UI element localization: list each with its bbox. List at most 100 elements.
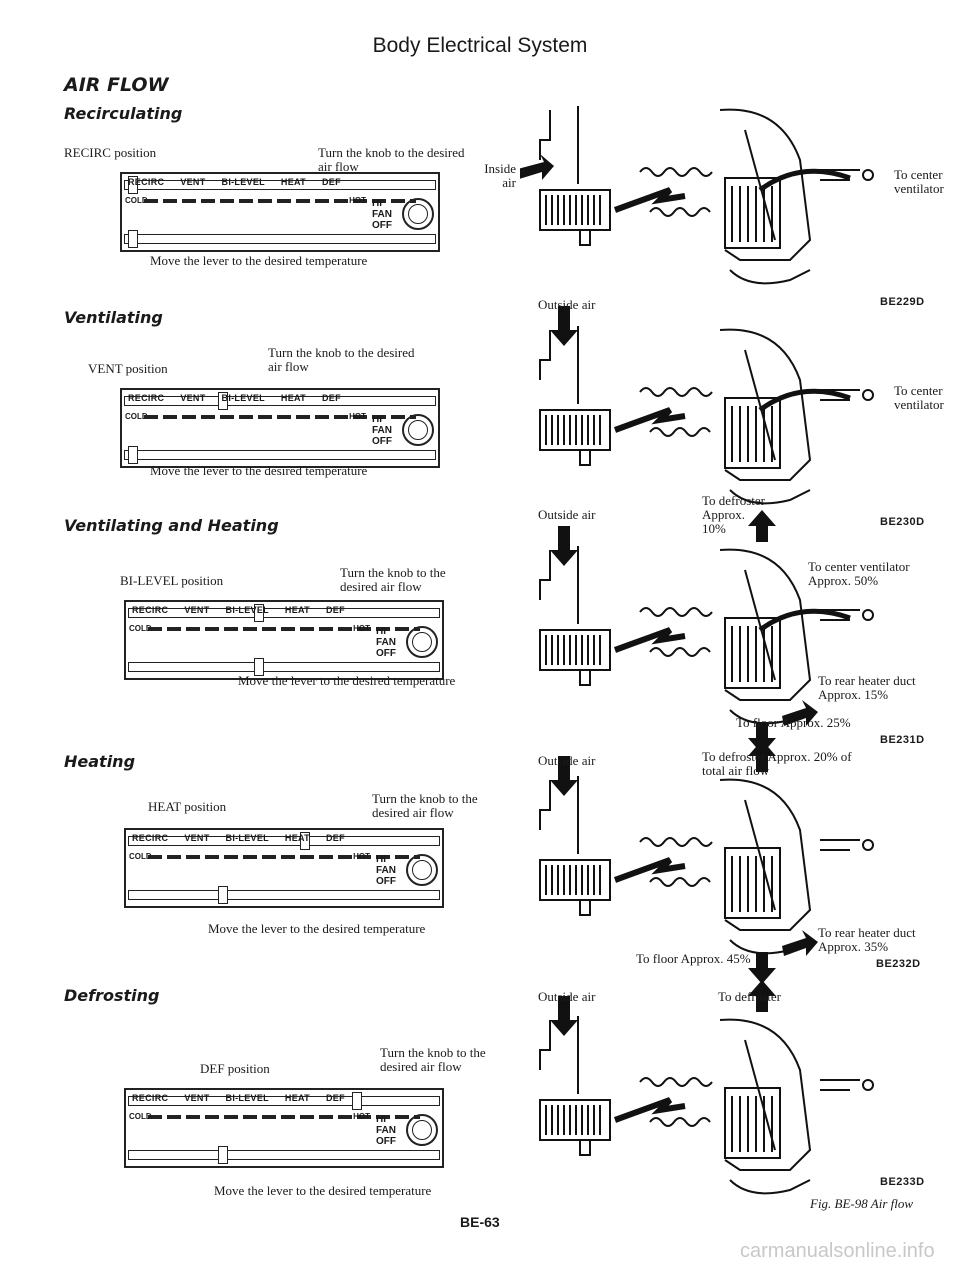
label-defroster-4: To defroster Approx. 20% of total air fl… [702, 749, 852, 778]
mode-label-heat: HEAT [284, 833, 310, 843]
lever-note-def: Move the lever to the desired temperatur… [214, 1183, 432, 1198]
mode-label-def: DEF [325, 605, 345, 615]
mode-heading-defrosting: Defrosting [64, 986, 160, 1005]
lever-track-bottom [128, 662, 440, 672]
label-center-ventilator-1: To center ventilator [894, 167, 944, 196]
knob-note-def: Turn the knob to the desired air flow [380, 1045, 486, 1074]
fan-knob-icon [406, 626, 438, 658]
hot-label: HOT [353, 624, 370, 633]
temperature-lever [218, 886, 228, 904]
fan-label: FAN [376, 1125, 396, 1136]
mode-lever [128, 176, 138, 194]
mode-lever [300, 832, 310, 850]
mode-lever [218, 392, 228, 410]
lever-track-bottom [124, 234, 436, 244]
label-outside-air-2: Outside air [538, 297, 596, 312]
label-inside-air: Inside air [484, 161, 516, 190]
mode-label-recirc: RECIRC [128, 177, 165, 187]
mode-label-def: DEF [321, 177, 341, 187]
lever-note-recirc: Move the lever to the desired temperatur… [150, 253, 368, 268]
fan-label: FAN [372, 425, 392, 436]
inside-air-arrow-icon [520, 154, 554, 180]
position-label-vent: VENT position [88, 361, 168, 376]
label-floor-3: To floor Approx. 25% [736, 715, 851, 730]
temperature-scale [148, 627, 420, 631]
page-number: BE-63 [460, 1214, 500, 1230]
mode-label-def: DEF [325, 1093, 345, 1103]
position-label-bilevel: BI-LEVEL position [120, 573, 224, 588]
lever-track-top [124, 396, 436, 406]
label-rear-duct-3: To rear heater duct Approx. 15% [818, 673, 916, 702]
fan-hi-label: HI [372, 198, 382, 209]
section-title: AIR FLOW [64, 74, 169, 96]
rear-duct-arrow-icon [782, 700, 818, 726]
figure-code-3: BE231D [880, 734, 925, 746]
knob-note-heat: Turn the knob to the desired air flow [372, 791, 478, 820]
fan-off-label: OFF [376, 648, 396, 659]
figure-code-4: BE232D [876, 958, 921, 970]
defroster-arrow-icon [748, 510, 776, 542]
label-outside-air-3: Outside air [538, 507, 596, 522]
temperature-scale [148, 1115, 420, 1119]
mode-heading-recirculating: Recirculating [64, 104, 183, 123]
fan-knob-icon [406, 854, 438, 886]
fan-label: FAN [376, 637, 396, 648]
fan-off-label: OFF [372, 436, 392, 447]
outside-air-arrow-icon [550, 756, 578, 796]
mode-label-def: DEF [321, 393, 341, 403]
mode-label-heat: HEAT [280, 177, 306, 187]
fan-hi-label: HI [376, 1114, 386, 1125]
center-flow-arrow-icon [758, 168, 851, 193]
label-floor-4: To floor Approx. 45% [636, 951, 751, 966]
figure-code-2: BE230D [880, 516, 925, 528]
fan-off-label: OFF [376, 876, 396, 887]
figure-code-1: BE229D [880, 296, 925, 308]
mode-label-recirc: RECIRC [128, 393, 165, 403]
temperature-scale [144, 415, 416, 419]
lever-note-bilevel: Move the lever to the desired temperatur… [238, 673, 456, 688]
fan-hi-label: HI [376, 626, 386, 637]
label-rear-duct-4: To rear heater duct Approx. 35% [818, 925, 916, 954]
mode-label-bilevel: BI-LEVEL [225, 1093, 269, 1103]
center-flow-arrow-icon [758, 388, 851, 413]
mode-heading-vent-heat: Ventilating and Heating [64, 516, 279, 535]
outside-air-arrow-icon [550, 306, 578, 346]
mode-label-vent: VENT [184, 833, 210, 843]
fan-knob-icon [402, 198, 434, 230]
hot-label: HOT [349, 196, 366, 205]
hot-label: HOT [349, 412, 366, 421]
fan-knob-icon [402, 414, 434, 446]
fan-off-label: OFF [376, 1136, 396, 1147]
lever-note-heat: Move the lever to the desired temperatur… [208, 921, 426, 936]
cold-label: COLD [125, 412, 148, 421]
diagram-bilevel [540, 510, 873, 754]
lever-track-bottom [124, 450, 436, 460]
label-outside-air-4: Outside air [538, 753, 596, 768]
mode-lever [254, 604, 264, 622]
temperature-lever [254, 658, 264, 676]
lever-track-top [128, 836, 440, 846]
label-center-ventilator-2: To center ventilator [894, 383, 944, 412]
figure-code-5: BE233D [880, 1176, 925, 1188]
knob-note-bilevel: Turn the knob to the desired air flow [340, 565, 446, 594]
mode-label-def: DEF [325, 833, 345, 843]
mode-label-heat: HEAT [284, 1093, 310, 1103]
temperature-scale [144, 199, 416, 203]
diagram-ventilating [540, 306, 873, 503]
temperature-lever [128, 230, 138, 248]
mode-label-recirc: RECIRC [132, 833, 169, 843]
lever-track-bottom [128, 890, 440, 900]
fan-hi-label: HI [376, 854, 386, 865]
